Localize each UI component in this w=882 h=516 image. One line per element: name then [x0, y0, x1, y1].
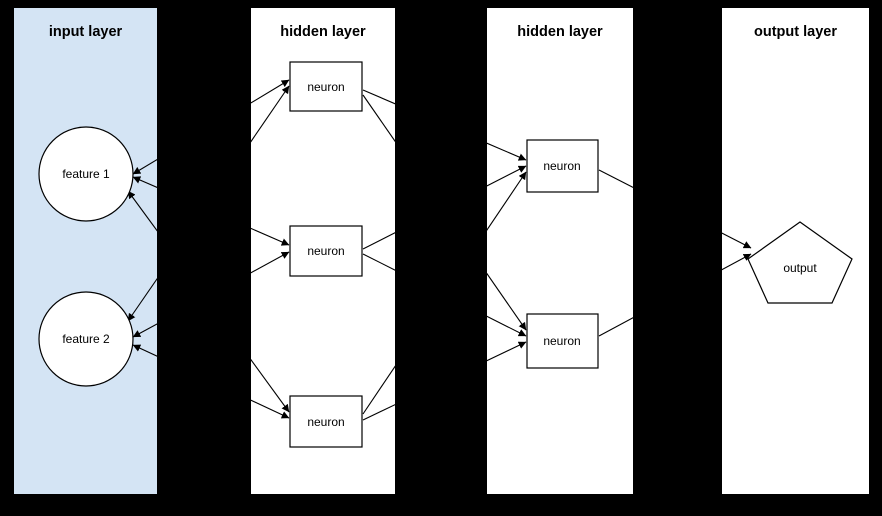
panel-hidden2-title: hidden layer	[517, 24, 603, 40]
edges-input-panel-stubs	[127, 158, 157, 357]
hidden1-neuron-2-box[interactable]	[289, 225, 363, 277]
panel-hidden-layer-2: hidden layer	[487, 8, 633, 494]
hidden2-neuron-1-label: neuron	[543, 159, 580, 173]
node-hidden1-neuron-3[interactable]: neuron	[289, 395, 363, 448]
edge-stub-h1n3-to-h2n1	[362, 365, 395, 415]
node-feature-1[interactable]: feature 1	[38, 126, 134, 222]
panel-input-layer: input layer	[14, 8, 157, 494]
panel-input-background	[14, 8, 157, 494]
edges-hidden2-incoming	[487, 142, 633, 362]
edge-stub-h2n1-to-output	[598, 169, 633, 188]
node-output[interactable]: output	[747, 221, 853, 304]
edge-stub-h1n3-to-h2n2	[362, 404, 395, 421]
output-label: output	[783, 261, 817, 275]
edge-h1n2-to-h2n1	[487, 165, 527, 187]
edge-f2-to-h1n3	[251, 399, 290, 419]
feature-2-label: feature 2	[62, 332, 110, 346]
edge-h1n1-to-h2n1	[487, 142, 527, 161]
edge-stub-h2n2-to-output	[598, 317, 633, 337]
edge-h1n1-to-h2n2	[487, 272, 527, 331]
hidden1-neuron-3-label: neuron	[307, 415, 344, 429]
hidden1-neuron-1-box[interactable]	[289, 61, 363, 112]
hidden2-neuron-2-box[interactable]	[526, 313, 599, 369]
edge-f2-to-h1n1	[251, 85, 290, 143]
hidden1-neuron-2-label: neuron	[307, 244, 344, 258]
edge-stub-f1-c	[127, 190, 157, 232]
panel-hidden1-title: hidden layer	[280, 24, 366, 40]
panel-input-title: input layer	[49, 24, 123, 40]
feature-1-circle[interactable]	[38, 126, 134, 222]
edges-output-incoming	[722, 232, 752, 271]
edge-h2n2-to-output	[722, 253, 752, 271]
edge-h2n1-to-output	[722, 232, 752, 249]
edge-stub-h1n1-to-h2n1	[362, 89, 395, 105]
node-hidden2-neuron-1[interactable]: neuron	[526, 139, 599, 193]
feature-2-circle[interactable]	[38, 291, 134, 387]
edges-hidden1-incoming	[251, 79, 395, 421]
node-hidden1-neuron-2[interactable]: neuron	[289, 225, 363, 277]
edge-stub-h1n2-to-h2n1	[362, 232, 395, 250]
output-pentagon[interactable]	[747, 221, 853, 304]
edge-h1n3-to-h2n1	[487, 171, 527, 231]
edge-f2-to-h1n2	[251, 251, 290, 274]
edge-stub-h1n2-to-h2n2	[362, 253, 395, 271]
node-hidden2-neuron-2[interactable]: neuron	[526, 313, 599, 369]
edge-h1n3-to-h2n2	[487, 341, 527, 362]
hidden1-neuron-3-box[interactable]	[289, 395, 363, 448]
edge-f1-to-h1n3	[251, 358, 290, 413]
hidden2-neuron-2-label: neuron	[543, 334, 580, 348]
node-feature-2[interactable]: feature 2	[38, 291, 134, 387]
edge-stub-h1n1-to-h2n2	[362, 94, 395, 143]
edge-f1-to-h1n2	[251, 227, 290, 246]
panel-output-title: output layer	[754, 24, 837, 40]
feature-1-label: feature 1	[62, 167, 110, 181]
edge-h1n2-to-h2n2	[487, 315, 527, 337]
hidden2-neuron-1-box[interactable]	[526, 139, 599, 193]
edge-stub-f2-a	[127, 277, 157, 322]
edge-f1-to-h1n1	[251, 79, 290, 104]
node-hidden1-neuron-1[interactable]: neuron	[289, 61, 363, 112]
hidden1-neuron-1-label: neuron	[307, 80, 344, 94]
panel-hidden2-background	[487, 8, 633, 494]
